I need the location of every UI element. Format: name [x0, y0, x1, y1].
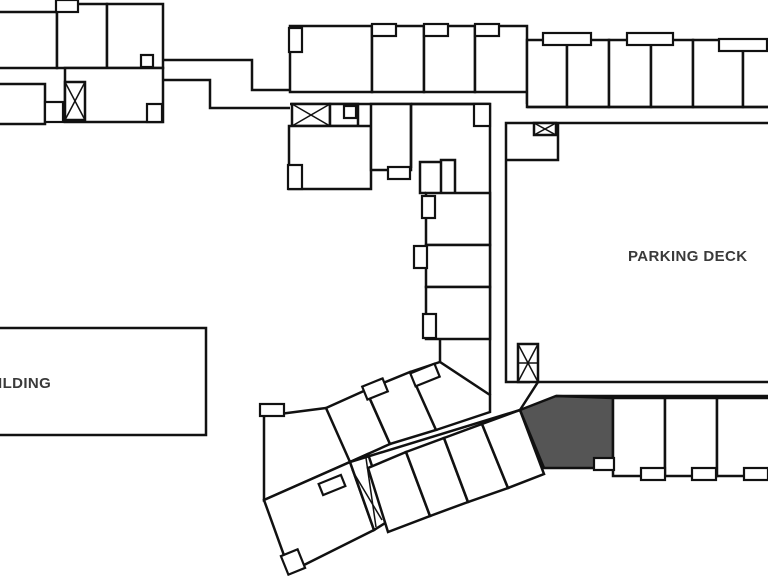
- door: [386, 165, 412, 181]
- elevator: [516, 342, 540, 384]
- door: [473, 22, 501, 38]
- unit[interactable]: [611, 396, 667, 478]
- door: [258, 402, 286, 418]
- parking-deck-label: PARKING DECK: [628, 248, 748, 265]
- door: [422, 22, 450, 38]
- corridor-wall: [163, 58, 290, 92]
- top-left-wing: [0, 0, 290, 126]
- building-label: ILDING: [0, 375, 51, 392]
- door: [421, 312, 438, 340]
- door: [145, 102, 164, 124]
- door: [370, 22, 398, 38]
- top-middle-wing: [286, 22, 529, 395]
- lower-right-wing: [518, 380, 768, 482]
- door: [412, 244, 429, 270]
- door: [408, 362, 442, 388]
- unit[interactable]: [0, 82, 47, 126]
- door: [625, 31, 675, 47]
- unit[interactable]: [105, 2, 165, 70]
- corridor-wall: [349, 408, 521, 464]
- unit[interactable]: [55, 2, 109, 70]
- corridor-wall: [439, 158, 457, 193]
- corridor-wall: [518, 380, 768, 411]
- door: [279, 547, 307, 576]
- door: [342, 104, 358, 120]
- door: [420, 194, 437, 220]
- top-right-wing: [504, 31, 768, 384]
- door: [717, 37, 768, 53]
- elevator: [532, 121, 558, 137]
- door: [639, 466, 667, 482]
- door: [287, 26, 304, 54]
- corridor-wall: [506, 123, 560, 162]
- elevator: [63, 80, 87, 122]
- unit[interactable]: [663, 396, 719, 478]
- door: [541, 31, 593, 47]
- door: [54, 0, 80, 14]
- door: [742, 466, 768, 482]
- door: [317, 473, 347, 497]
- door: [360, 376, 390, 402]
- unit[interactable]: [525, 38, 569, 109]
- door: [139, 53, 155, 69]
- door: [592, 456, 616, 472]
- unit[interactable]: [424, 243, 492, 289]
- door: [43, 100, 65, 124]
- door: [286, 163, 304, 191]
- unit[interactable]: [0, 10, 59, 70]
- door: [690, 466, 718, 482]
- door: [472, 102, 492, 128]
- central-spine: [412, 158, 540, 384]
- unit[interactable]: [649, 38, 695, 109]
- corridor-wall: [418, 160, 441, 195]
- building-outline: [0, 326, 208, 437]
- unit[interactable]: [607, 38, 653, 109]
- elevator: [290, 102, 332, 128]
- unit[interactable]: [565, 38, 611, 109]
- unit[interactable]: [715, 396, 768, 478]
- lower-diagonal-wing: [258, 360, 546, 576]
- unit[interactable]: [369, 102, 413, 172]
- corridor-wall: [163, 78, 290, 110]
- unit[interactable]: [473, 24, 529, 94]
- adjacent-building: ILDING: [0, 326, 208, 437]
